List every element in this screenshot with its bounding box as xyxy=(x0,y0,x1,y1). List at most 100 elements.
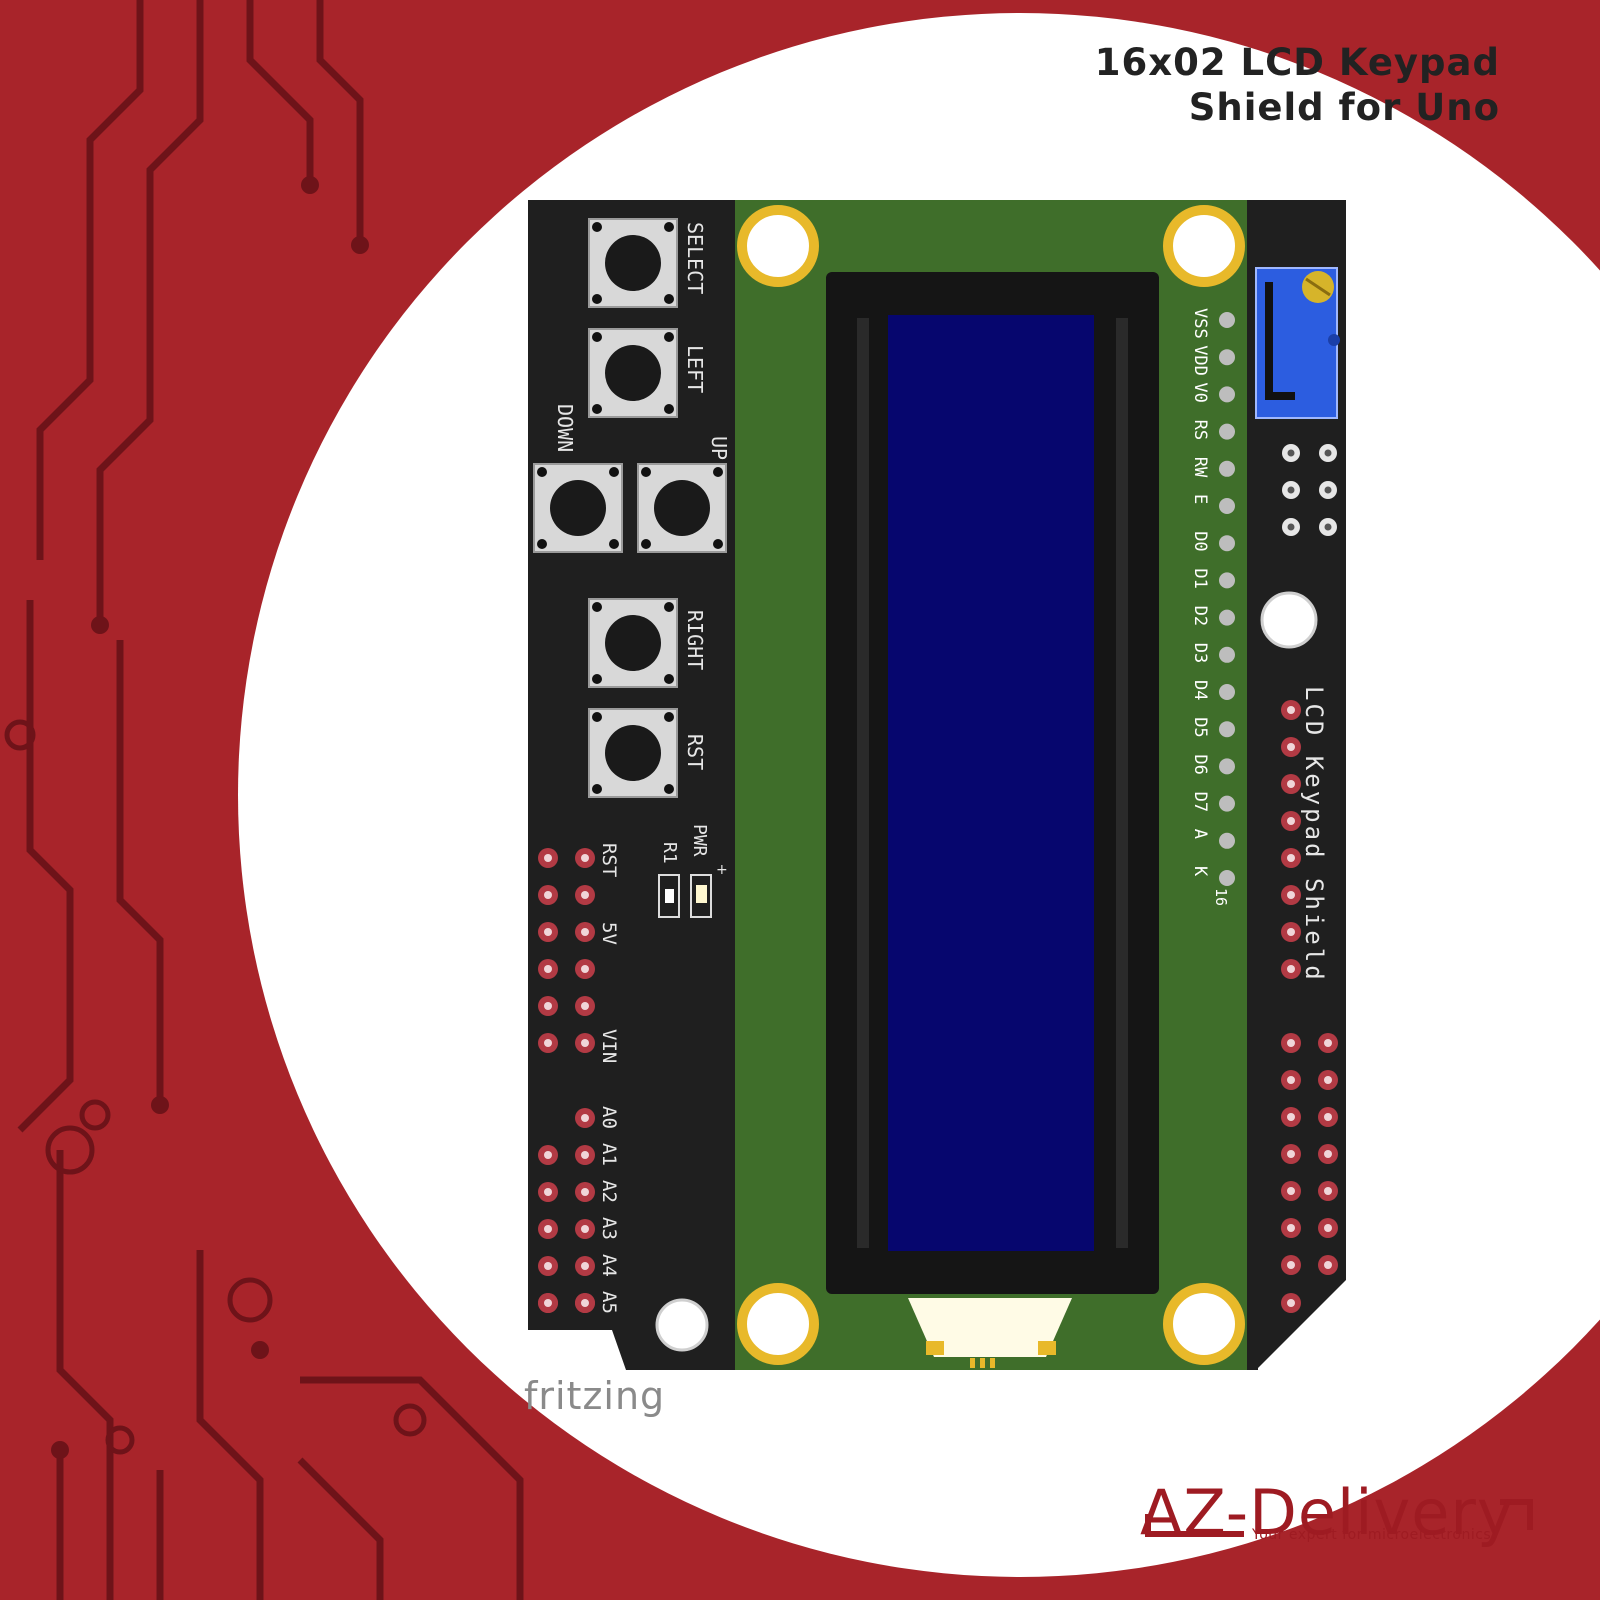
analog-pin-label: A3 xyxy=(598,1217,620,1240)
icsp-pin xyxy=(1319,481,1337,499)
pcb-hole xyxy=(1260,591,1318,649)
left-header-labels: RST 5V VIN xyxy=(598,843,620,1063)
header-pad xyxy=(1281,1181,1301,1201)
button-up: UP xyxy=(637,436,731,553)
icsp-pin xyxy=(1282,444,1300,462)
header-pad xyxy=(1281,700,1301,720)
lcd-pin-label: D0 xyxy=(1190,531,1210,551)
header-pad xyxy=(575,1256,595,1276)
header-pad xyxy=(538,1145,558,1165)
lcd-pin-pad xyxy=(1219,423,1235,440)
lcd-pin-label: RS xyxy=(1190,420,1210,440)
lcd-pin-label: A xyxy=(1190,829,1210,839)
header-pad xyxy=(1281,811,1301,831)
5v-pin-label: 5V xyxy=(598,922,620,945)
lcd-screen xyxy=(888,315,1094,1251)
lcd-pin-label: K xyxy=(1190,866,1210,877)
lcd-pin-pad xyxy=(1219,646,1235,663)
circuit-pads xyxy=(51,176,369,1459)
circuit-traces xyxy=(17,0,524,1600)
button-down-cap xyxy=(550,480,606,536)
header-pad xyxy=(1318,1218,1338,1238)
header-pad xyxy=(575,1219,595,1239)
r1-resistor xyxy=(658,874,680,918)
header-pad xyxy=(1281,885,1301,905)
button-right-label: RIGHT xyxy=(683,610,707,670)
board-label: LCD Keypad Shield xyxy=(1300,686,1328,983)
lcd-pin-number: 16 xyxy=(1212,888,1230,906)
rst-pin-label: RST xyxy=(598,843,620,877)
lcd-pin-pad xyxy=(1219,758,1235,775)
lcd-pin-pad xyxy=(1219,312,1235,328)
lcd-pin-pad xyxy=(1219,498,1235,514)
header-pad xyxy=(538,1256,558,1276)
page-title: 16x02 LCD Keypad Shield for Uno xyxy=(1095,40,1500,130)
lcd-pin-label: E xyxy=(1190,494,1210,504)
lcd-pin-pad xyxy=(1219,460,1235,477)
lcd-pin-label: D5 xyxy=(1190,717,1210,737)
header-pad xyxy=(1281,1070,1301,1090)
led-plus-label: + xyxy=(716,862,728,878)
lcd-pin-pad xyxy=(1219,535,1235,552)
button-down-label: DOWN xyxy=(553,404,577,452)
vin-pin-label: VIN xyxy=(598,1029,620,1063)
lcd-bezel-inner-left xyxy=(857,318,869,1248)
header-pad xyxy=(1318,1255,1338,1275)
right-header xyxy=(1281,700,1338,1313)
header-pad xyxy=(575,1108,595,1128)
lcd-pin-pad xyxy=(1219,795,1235,812)
header-pad xyxy=(575,959,595,979)
led-pwr-label: PWR xyxy=(689,824,710,857)
button-rst-label: RST xyxy=(683,734,707,770)
analog-pin-label: A1 xyxy=(598,1143,620,1166)
lcd-bezel-inner-right xyxy=(1116,318,1128,1248)
header-pad xyxy=(1281,922,1301,942)
mount-hole xyxy=(737,1283,819,1365)
header-pad xyxy=(575,922,595,942)
button-left: LEFT xyxy=(588,328,707,418)
header-pad xyxy=(1281,959,1301,979)
pcb-hole xyxy=(655,1298,709,1352)
mount-hole xyxy=(737,205,819,287)
header-pad xyxy=(538,996,558,1016)
lcd-connector-pad-left xyxy=(926,1341,944,1355)
header-pad xyxy=(1318,1070,1338,1090)
button-right-cap xyxy=(605,615,661,671)
icsp-pin xyxy=(1282,518,1300,536)
lcd-pin-label: D4 xyxy=(1190,680,1210,700)
button-left-cap xyxy=(605,345,661,401)
title-line-1: 16x02 LCD Keypad xyxy=(1094,41,1500,84)
header-pad xyxy=(1281,1033,1301,1053)
header-pad xyxy=(538,1182,558,1202)
header-pad xyxy=(538,1293,558,1313)
icsp-pin xyxy=(1319,444,1337,462)
header-pad xyxy=(538,959,558,979)
lcd-pin-label: VDD xyxy=(1190,345,1210,376)
button-select-label: SELECT xyxy=(683,222,707,294)
analog-pin-label: A4 xyxy=(598,1254,620,1277)
header-pad xyxy=(575,1182,595,1202)
lcd-pin-label: D3 xyxy=(1190,643,1210,663)
lcd-pin-pad xyxy=(1219,721,1235,738)
button-down: DOWN xyxy=(533,404,623,553)
mount-hole xyxy=(1163,1283,1245,1365)
lcd-connector-pins xyxy=(970,1358,995,1368)
analog-pin-label: A5 xyxy=(598,1291,620,1314)
button-left-label: LEFT xyxy=(683,345,707,393)
header-pad xyxy=(538,848,558,868)
led-r1-label: R1 xyxy=(659,842,680,864)
analog-pin-label: A0 xyxy=(598,1106,620,1129)
lcd-pin-pad xyxy=(1219,870,1235,886)
icsp-pin xyxy=(1282,481,1300,499)
header-pad xyxy=(1281,1144,1301,1164)
mounting-holes xyxy=(655,205,1318,1365)
header-pad xyxy=(575,848,595,868)
left-header xyxy=(538,848,595,1313)
lcd-pin-label: RW xyxy=(1190,457,1210,478)
fritzing-watermark: fritzing xyxy=(524,1374,666,1418)
header-pad xyxy=(575,885,595,905)
header-pad xyxy=(538,885,558,905)
header-pad xyxy=(575,1033,595,1053)
